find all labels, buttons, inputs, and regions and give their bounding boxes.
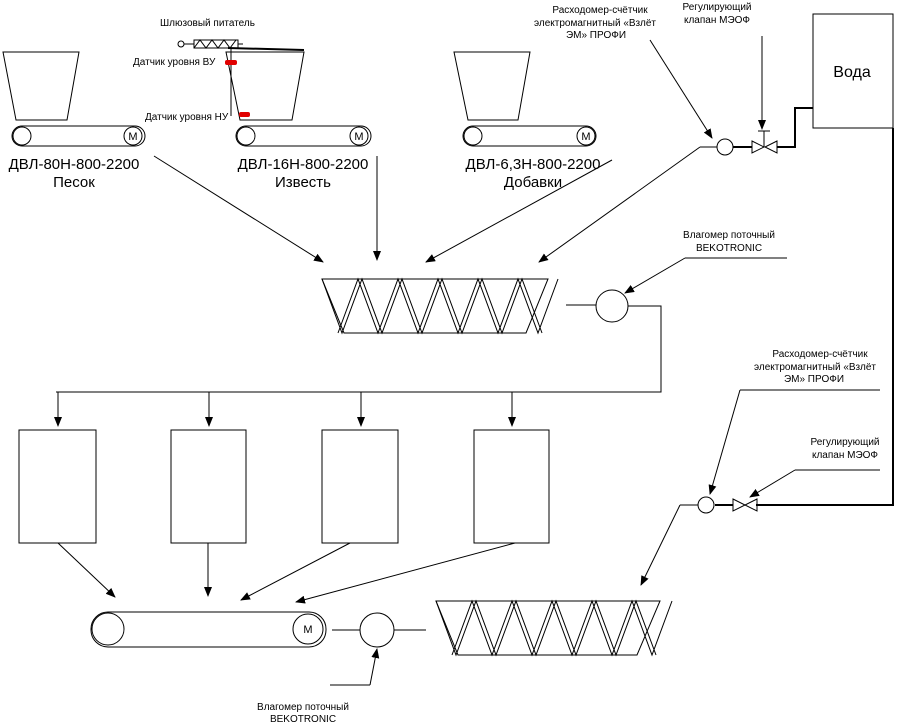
belt-conveyor-bottom: M (90, 611, 327, 648)
valve-top-label-2: клапан МЭОФ (684, 15, 750, 26)
water-pipe-bottom (756, 128, 894, 506)
motor-label: M (303, 624, 312, 636)
control-valve-bottom (732, 498, 758, 512)
flowmeter-bottom-label-1: Расходомер-счётчик (772, 349, 868, 360)
mixer-1 (321, 277, 559, 335)
sensor-lower-label: Датчик уровня НУ (145, 112, 229, 123)
moisture-top-label-1: Влагомер поточный (683, 230, 775, 241)
valve-bottom-label-1: Регулирующий (811, 437, 880, 448)
moisture-top-label-2: BEKOTRONIC (696, 243, 762, 254)
flowmeter-top (716, 138, 734, 156)
feeder-sand-name: Песок (53, 174, 95, 191)
water-tank (812, 13, 894, 129)
sluice-feeder (177, 39, 305, 51)
feeder-additives-name: Добавки (504, 174, 562, 191)
silo-4 (473, 429, 550, 544)
sensor-lower-marker (239, 112, 250, 117)
flowmeter-top-label-1: Расходомер-счётчик (552, 5, 648, 16)
silo-1 (18, 429, 97, 544)
moisture-meter-bottom (359, 612, 395, 648)
belt-feeder-sand: M (11, 125, 146, 147)
feeder-lime-name: Известь (275, 174, 331, 191)
hopper-additives (453, 51, 531, 121)
control-valve-top (751, 130, 778, 154)
hopper-sand (2, 51, 80, 121)
sensor-upper-label: Датчик уровня ВУ (133, 57, 216, 68)
moisture-bottom-label-1: Влагомер поточный (257, 702, 349, 713)
flowmeter-bottom-label-3: ЭМ» ПРОФИ (784, 374, 844, 385)
silo-2 (170, 429, 247, 544)
water-pipe-top (777, 107, 813, 148)
feeder-sand-model: ДВЛ-80Н-800-2200 (9, 156, 140, 173)
moisture-meter-top (595, 289, 629, 323)
mixer-2 (435, 599, 673, 657)
hopper-lime (225, 51, 305, 121)
flowmeter-top-label-3: ЭМ» ПРОФИ (566, 30, 626, 41)
moisture-bottom-label-2: BEKOTRONIC (270, 714, 336, 725)
sluice-feeder-label: Шлюзовый питатель (160, 18, 255, 29)
water-tank-label: Вода (833, 64, 871, 81)
feeder-lime-model: ДВЛ-16Н-800-2200 (238, 156, 369, 173)
flowmeter-top-label-2: электромагнитный «Взлёт (534, 18, 656, 29)
motor-label: M (581, 131, 590, 143)
sensor-upper-marker (225, 60, 237, 65)
belt-feeder-lime: M (235, 125, 372, 147)
belt-feeder-additives: M (462, 125, 597, 147)
motor-label: M (128, 131, 137, 143)
motor-label: M (354, 131, 363, 143)
flowmeter-bottom (697, 496, 715, 514)
flowmeter-bottom-label-2: электромагнитный «Взлёт (754, 362, 876, 373)
feeder-additives-model: ДВЛ-6,3Н-800-2200 (466, 156, 601, 173)
silo-3 (321, 429, 399, 544)
valve-bottom-label-2: клапан МЭОФ (812, 450, 878, 461)
valve-top-label-1: Регулирующий (683, 2, 752, 13)
